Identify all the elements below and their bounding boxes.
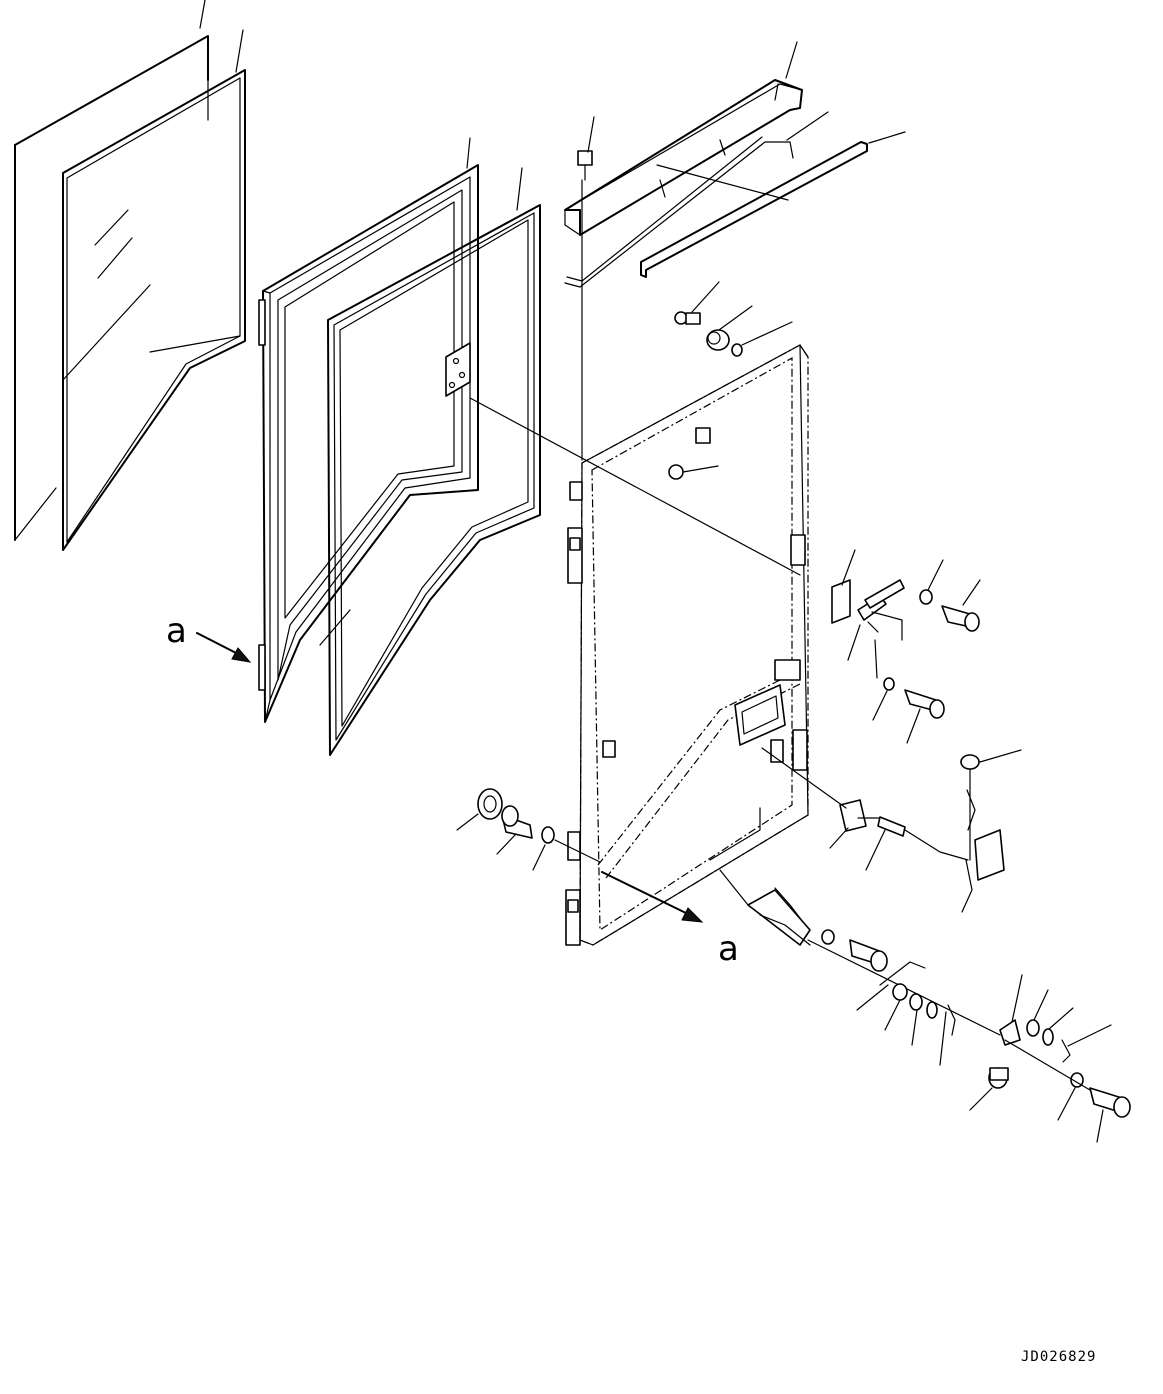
view-marker-right-label: a <box>718 929 739 969</box>
lock-cylinder-assembly <box>839 799 906 837</box>
stay-align-line <box>719 869 749 906</box>
seal-strip-leader <box>868 131 906 144</box>
door-latch-assembly <box>904 754 1005 913</box>
hinge-alignment-line <box>469 397 801 576</box>
view-arrow-right: a <box>601 871 739 969</box>
door-sash-frame <box>258 164 479 723</box>
door-stay-link <box>747 887 888 972</box>
middle-bolt-leader <box>906 708 921 744</box>
view-marker-left-label: a <box>166 611 187 651</box>
stopper-bolt-leader <box>691 281 720 313</box>
rain-rod-leader <box>786 111 829 141</box>
bottom-bolt-set <box>988 1067 1131 1118</box>
lock-rod-leader <box>865 829 886 871</box>
washer-upper-leader <box>741 321 793 346</box>
view-arrow-left: a <box>166 611 252 663</box>
sash-hinge-plate <box>445 342 471 397</box>
glass-gasket-leader <box>235 29 244 73</box>
bottom-washer-leader <box>1057 1087 1076 1121</box>
striker-washer-set <box>879 961 956 1036</box>
upper-bolt-leader <box>962 579 981 606</box>
lower-nut-leader <box>456 813 479 831</box>
bracket-leader <box>1011 974 1023 1023</box>
bottom-nut-leader <box>969 1087 993 1111</box>
upper-hinge-pin-leader <box>847 624 861 661</box>
top-mounting-bolt <box>577 150 593 181</box>
drawing-id-label: JD026829 <box>1021 1349 1097 1365</box>
door-sash-leader <box>466 137 471 169</box>
weather-strip-leader <box>516 167 523 211</box>
lower-hinge-align-line <box>554 839 601 863</box>
bottom-bolt-align-line <box>1004 1039 1091 1091</box>
washer-b-leader <box>911 1009 918 1046</box>
lower-right-bracket <box>999 1019 1071 1063</box>
top-cover-leader <box>785 41 798 79</box>
latch-knob-leader <box>979 749 1022 763</box>
washer-c-leader <box>1033 989 1049 1021</box>
cover-alignment-line <box>656 164 789 201</box>
glass-with-gasket <box>62 69 246 551</box>
middle-washer-leader <box>872 690 888 721</box>
lower-washer-leader <box>532 844 546 871</box>
door-weather-strip <box>319 204 541 756</box>
rubber-stopper-leader <box>718 305 753 331</box>
bottom-bolt-leader <box>1096 1109 1104 1143</box>
striker-leader <box>856 984 889 1011</box>
upper-washer-leader <box>927 559 944 591</box>
middle-washer-bolt <box>883 677 945 719</box>
pin-leader <box>939 1011 947 1066</box>
rain-rod <box>564 136 794 288</box>
washer-a-leader <box>884 999 901 1031</box>
top-cover-visor <box>564 79 803 236</box>
door-frame-structure <box>565 344 809 946</box>
cotter-pin-leader <box>1067 1024 1112 1047</box>
outer-glass-pane <box>14 35 209 541</box>
top-bolt-leader <box>587 116 595 153</box>
upper-hinge-washer-bolt <box>919 589 980 632</box>
lower-bolt-leader <box>496 833 517 855</box>
frame-bumper-leader <box>682 465 719 473</box>
lock-cylinder-leader <box>829 827 849 849</box>
upper-hinge-assembly <box>831 579 905 641</box>
cover-seal-strip <box>640 141 868 278</box>
stopper-bolt-set-upper <box>674 311 743 357</box>
washer-d-leader <box>1048 1007 1074 1030</box>
upper-hinge-align-line <box>874 639 878 679</box>
upper-hinge-leader <box>841 549 856 586</box>
lower-hinge-bushing-set <box>477 788 555 844</box>
outer-glass-leader <box>199 0 206 29</box>
lock-align-line <box>761 747 847 809</box>
